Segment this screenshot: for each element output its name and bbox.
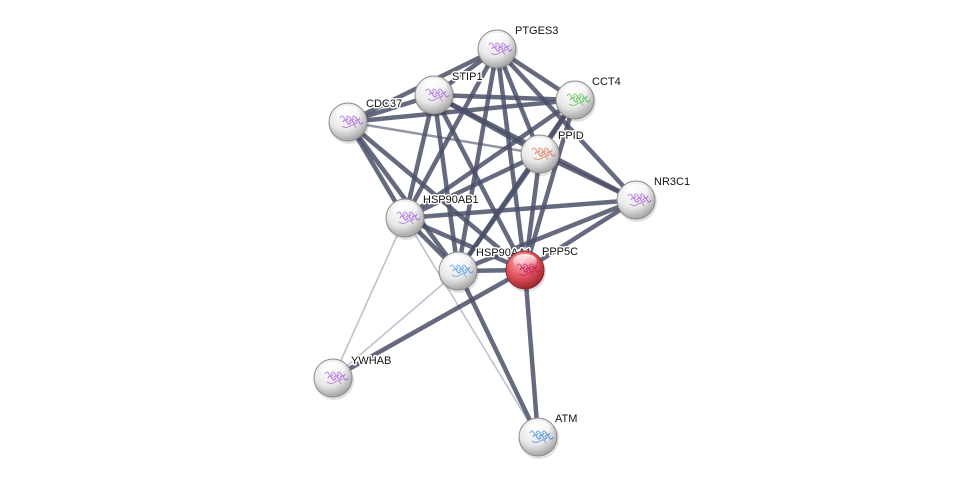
- node-highlight: [563, 84, 587, 98]
- node-label: YWHAB: [351, 355, 391, 367]
- node-label: CDC37: [366, 98, 402, 110]
- node-highlight: [393, 202, 417, 216]
- edge-ptges3-ppp5c[interactable]: [494, 48, 528, 271]
- edge-stip1-cct4[interactable]: [433, 92, 576, 103]
- edge-ptges3-hsp90aa1[interactable]: [455, 48, 500, 272]
- node-atm[interactable]: ATM: [518, 412, 579, 459]
- node-highlight: [321, 362, 345, 376]
- node-highlight: [485, 33, 509, 47]
- node-highlight: [336, 106, 360, 120]
- node-label: HSP90AB1: [423, 194, 479, 206]
- node-label: NR3C1: [654, 176, 690, 188]
- node-cdc37[interactable]: CDC37: [328, 97, 404, 144]
- edge-cdc37-cct4[interactable]: [347, 97, 576, 125]
- node-stip1[interactable]: STIP1: [414, 70, 484, 117]
- edge-cct4-hsp90ab1[interactable]: [403, 98, 577, 220]
- node-highlight: [528, 138, 552, 152]
- node-nr3c1[interactable]: NR3C1: [616, 175, 692, 222]
- node-label: PPP5C: [542, 246, 578, 258]
- edge-hsp90ab1-ppp5c[interactable]: [404, 215, 526, 273]
- node-label: ATM: [555, 413, 577, 425]
- edge-ppp5c-ywhab[interactable]: [331, 268, 527, 380]
- edge-nr3c1-hsp90ab1[interactable]: [404, 197, 637, 221]
- node-highlight: [446, 255, 470, 269]
- edge-hsp90ab1-atm[interactable]: [404, 217, 539, 438]
- node-label: STIP1: [452, 71, 483, 83]
- node-highlight: [526, 421, 550, 435]
- node-ppp5c[interactable]: PPP5C: [505, 245, 580, 292]
- edge-hsp90ab1-ywhab[interactable]: [332, 217, 406, 379]
- node-label: PPID: [558, 130, 584, 142]
- node-ptges3[interactable]: PTGES3: [477, 24, 560, 71]
- node-label: PTGES3: [515, 25, 558, 37]
- edge-ppid-hsp90ab1[interactable]: [404, 151, 541, 221]
- node-highlight: [422, 79, 446, 93]
- edge-hsp90aa1-ywhab[interactable]: [332, 270, 459, 379]
- edge-nr3c1-ppp5c[interactable]: [523, 198, 638, 272]
- edge-ptges3-hsp90ab1[interactable]: [403, 47, 499, 220]
- edge-nr3c1-hsp90aa1[interactable]: [457, 197, 637, 274]
- node-ppid[interactable]: PPID: [520, 129, 585, 176]
- node-label: CCT4: [592, 76, 621, 88]
- node-ywhab[interactable]: YWHAB: [313, 354, 393, 400]
- edge-cdc37-hsp90aa1[interactable]: [346, 120, 460, 273]
- edge-ppp5c-atm[interactable]: [522, 269, 541, 438]
- node-highlight: [624, 184, 648, 198]
- node-highlight: [513, 254, 537, 268]
- node-cct4[interactable]: CCT4: [555, 75, 622, 122]
- node-hsp90ab1[interactable]: HSP90AB1: [385, 193, 480, 240]
